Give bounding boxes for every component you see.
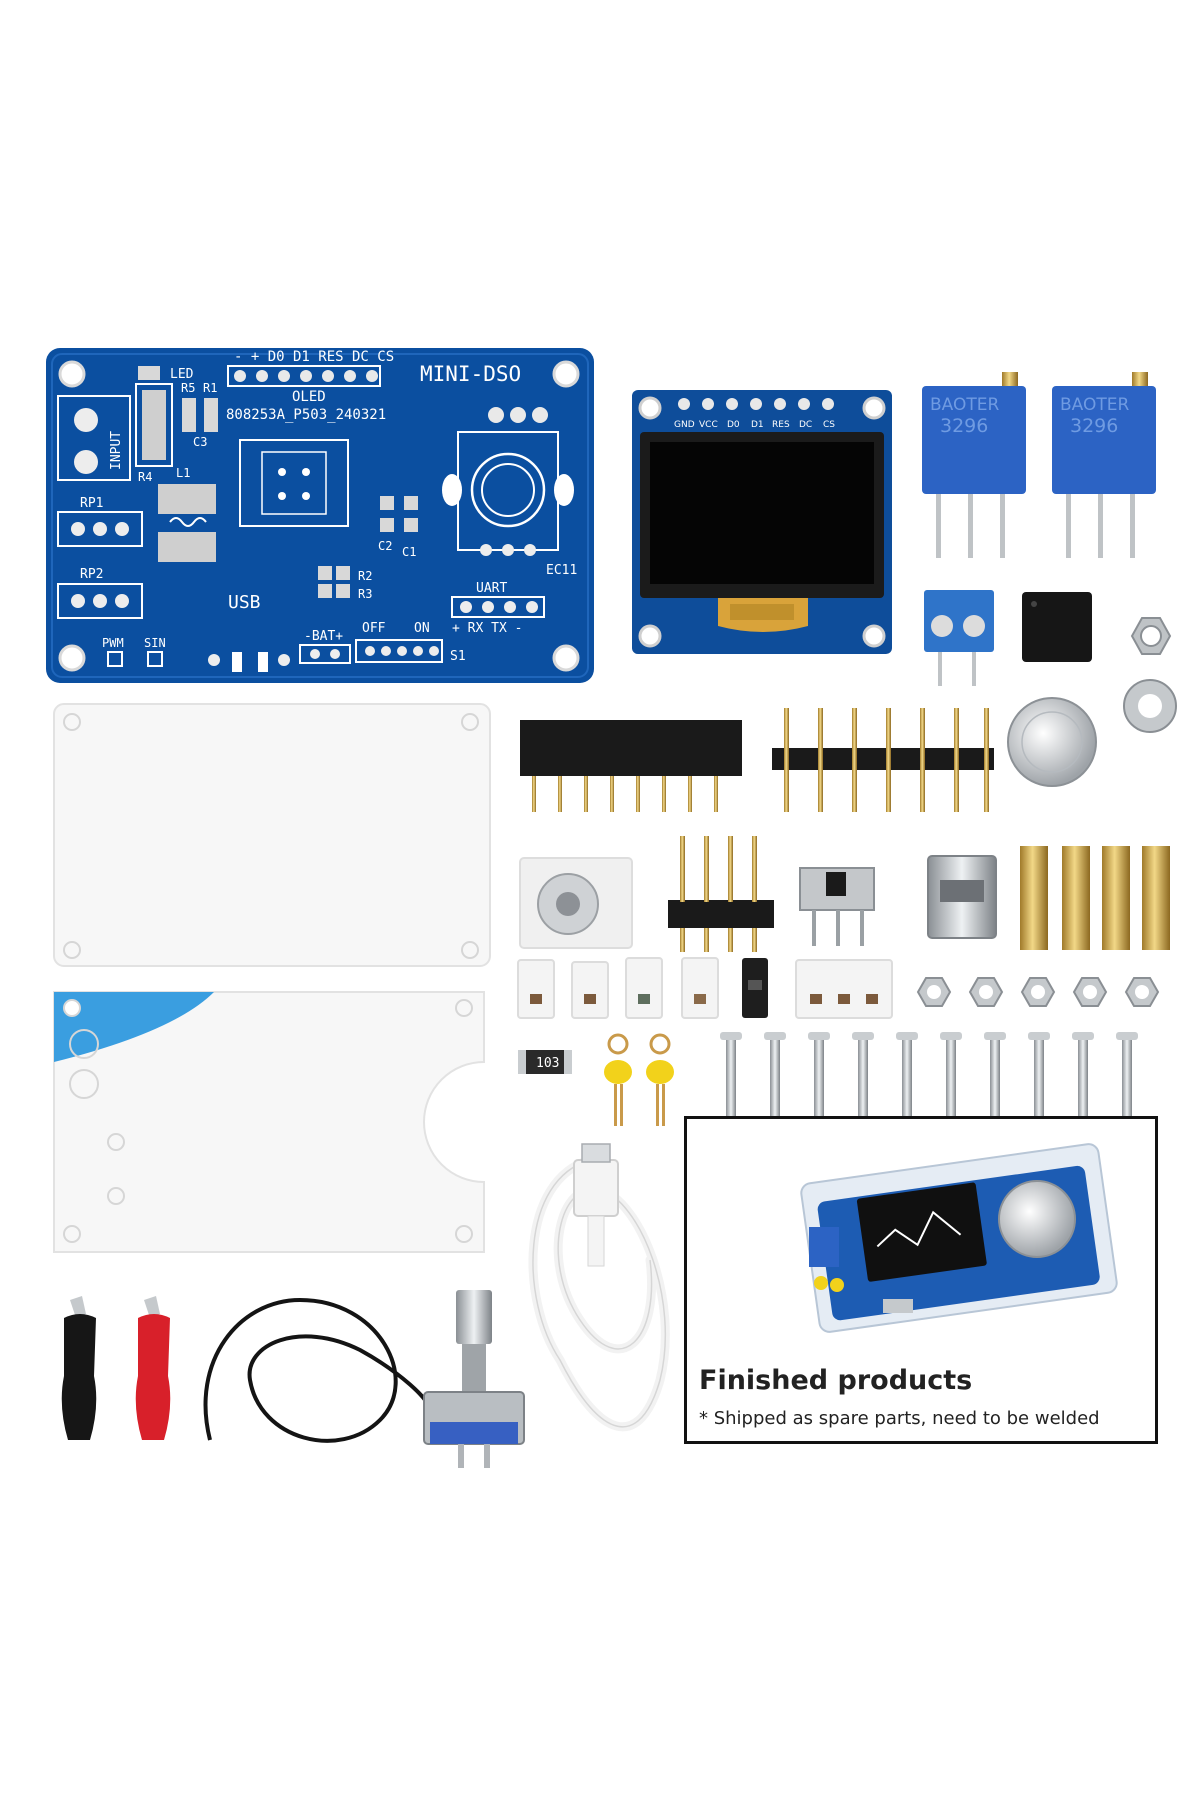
pcb-rp2-label: RP2 — [80, 567, 103, 582]
pcb-uart-label: UART — [476, 581, 507, 596]
black-wire — [203, 1297, 432, 1443]
oled-pin-cs: CS — [823, 420, 835, 430]
small-hex-nuts — [916, 977, 1160, 1007]
slide-switch — [799, 867, 875, 946]
pcb-r5-label: R5 — [181, 381, 195, 395]
finished-products-title: Finished products — [699, 1365, 973, 1396]
pcb-sin-label: SIN — [144, 636, 166, 650]
hex-nut-large — [1130, 617, 1172, 655]
oled-display-module: GND VCC D0 D1 RES DC CS — [632, 390, 892, 654]
rp2-footprint: RP2 — [57, 567, 143, 619]
red-alligator-clip — [135, 1296, 171, 1440]
pcb-ec11-label: EC11 — [546, 563, 577, 578]
pcb-usb-label: USB — [228, 592, 261, 613]
pot2-model: 3296 — [1070, 415, 1118, 437]
finished-product-photo — [800, 1143, 1118, 1333]
smd-component-tapes — [517, 957, 893, 1019]
pcb-r4-label: R4 — [138, 470, 152, 484]
buzzer-in-tray — [519, 857, 633, 949]
pot1-brand: BAOTER — [930, 395, 999, 415]
oled-pin-gnd: GND — [674, 420, 695, 430]
pcb-c1-label: C1 — [402, 545, 416, 559]
resistor-code: 103 — [536, 1056, 559, 1071]
pcb-board-code: 808253A_P503_240321 — [226, 407, 386, 423]
pcb-on-label: ON — [414, 621, 430, 636]
pcb-title: MINI-DSO — [420, 362, 521, 386]
screw-terminal-block — [924, 590, 994, 686]
right-angle-pin-header — [668, 836, 774, 952]
smd-resistor-103: 103 — [518, 1050, 572, 1074]
usb-connector — [927, 855, 997, 939]
pcb-c3-label: C3 — [193, 435, 207, 449]
pcb-uart-pins: + RX TX - — [452, 621, 522, 636]
mcu-chip — [1022, 592, 1092, 662]
pcb-r1-label: R1 — [203, 381, 217, 395]
rotary-encoder — [423, 1290, 525, 1468]
oled-pin-d0: D0 — [727, 420, 740, 430]
oled-pin-labels: GND VCC D0 D1 RES DC CS — [674, 420, 835, 430]
trimmer-potentiometer-2: BAOTER 3296 — [1052, 372, 1156, 558]
input-terminal-footprint: INPUT — [57, 395, 131, 481]
pcb-input-label: INPUT — [109, 431, 124, 470]
pcb-s1-label: S1 — [450, 649, 466, 664]
pcb-pin-labels: - + D0 D1 RES DC CS — [234, 349, 394, 365]
rp1-footprint: RP1 — [57, 496, 143, 547]
pcb-c2-label: C2 — [378, 539, 392, 553]
finished-products-note: * Shipped as spare parts, need to be wel… — [699, 1408, 1100, 1429]
pcb-led-label: LED — [170, 367, 194, 382]
pcb-r2-label: R2 — [358, 569, 372, 583]
finished-product-inset: Finished products * Shipped as spare par… — [684, 1116, 1158, 1444]
machine-screws — [720, 1032, 1138, 1118]
pcb-bat-label: -BAT+ — [304, 629, 343, 644]
acrylic-plate-top — [53, 703, 491, 967]
trimmer-potentiometer-1: BAOTER 3296 — [922, 372, 1026, 558]
pcb-pwm-label: PWM — [102, 636, 124, 650]
black-alligator-clip — [61, 1296, 97, 1440]
acrylic-plate-bottom — [53, 991, 485, 1253]
usb-cable — [528, 1143, 670, 1432]
mcu-footprint — [239, 439, 349, 527]
male-pin-header — [772, 708, 994, 812]
oled-pin-res: RES — [772, 420, 790, 430]
aluminium-knob — [1007, 697, 1097, 787]
pot1-model: 3296 — [940, 415, 988, 437]
oled-pin-dc: DC — [799, 420, 812, 430]
pcb-r3-label: R3 — [358, 587, 372, 601]
test-hook-pins — [604, 1033, 674, 1126]
pcb-off-label: OFF — [362, 621, 386, 636]
oled-pin-d1: D1 — [751, 420, 764, 430]
washer — [1123, 679, 1177, 733]
female-pin-header — [520, 720, 742, 812]
pot2-brand: BAOTER — [1060, 395, 1129, 415]
pcb-rp1-label: RP1 — [80, 496, 103, 511]
oled-pin-vcc: VCC — [699, 420, 718, 430]
pcb-l1-label: L1 — [176, 466, 190, 480]
brass-standoffs — [1020, 846, 1170, 950]
inductor-footprint — [158, 484, 216, 562]
pcb-board: MINI-DSO - + D0 D1 RES DC CS OLED 808253… — [46, 348, 594, 683]
oled-header-pads — [227, 365, 381, 387]
pcb-oled-label: OLED — [292, 389, 326, 405]
encoder-footprint: EC11 — [442, 431, 577, 578]
